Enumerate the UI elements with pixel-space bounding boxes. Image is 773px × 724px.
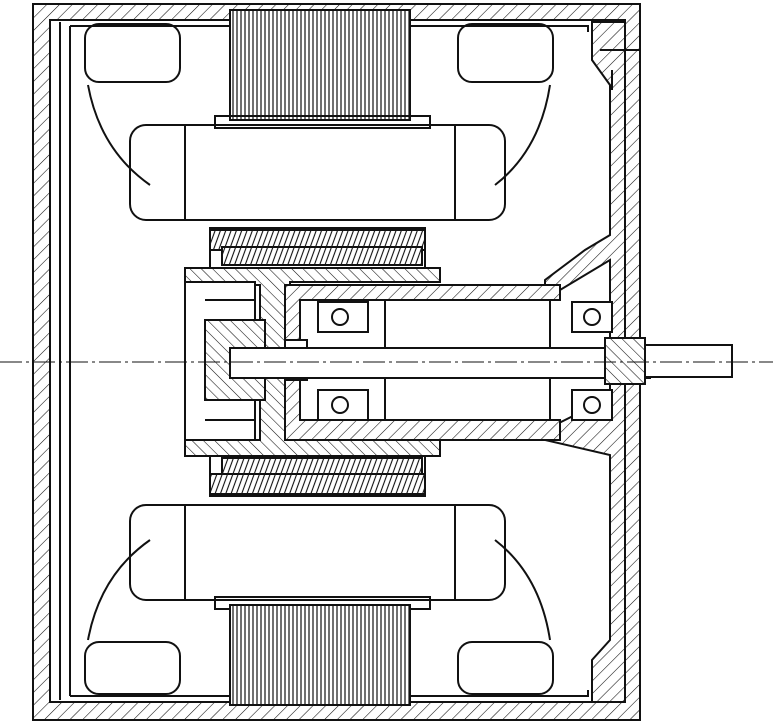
- rotor-laminations-bottom: [209, 455, 426, 497]
- stator-laminations-top: [214, 9, 431, 129]
- shaft-sleeve: [284, 284, 561, 441]
- rotor-laminations-top: [209, 227, 426, 269]
- stator-laminations-bottom: [214, 596, 431, 706]
- stator-end-winding-top: [84, 23, 554, 186]
- main-shaft: [229, 337, 733, 385]
- stator-coil-bottom: [129, 504, 506, 601]
- stator-coil-top: [129, 124, 506, 221]
- bearing-left: [317, 301, 369, 421]
- stator-end-winding-bottom: [84, 539, 554, 695]
- bearing-right: [571, 301, 613, 421]
